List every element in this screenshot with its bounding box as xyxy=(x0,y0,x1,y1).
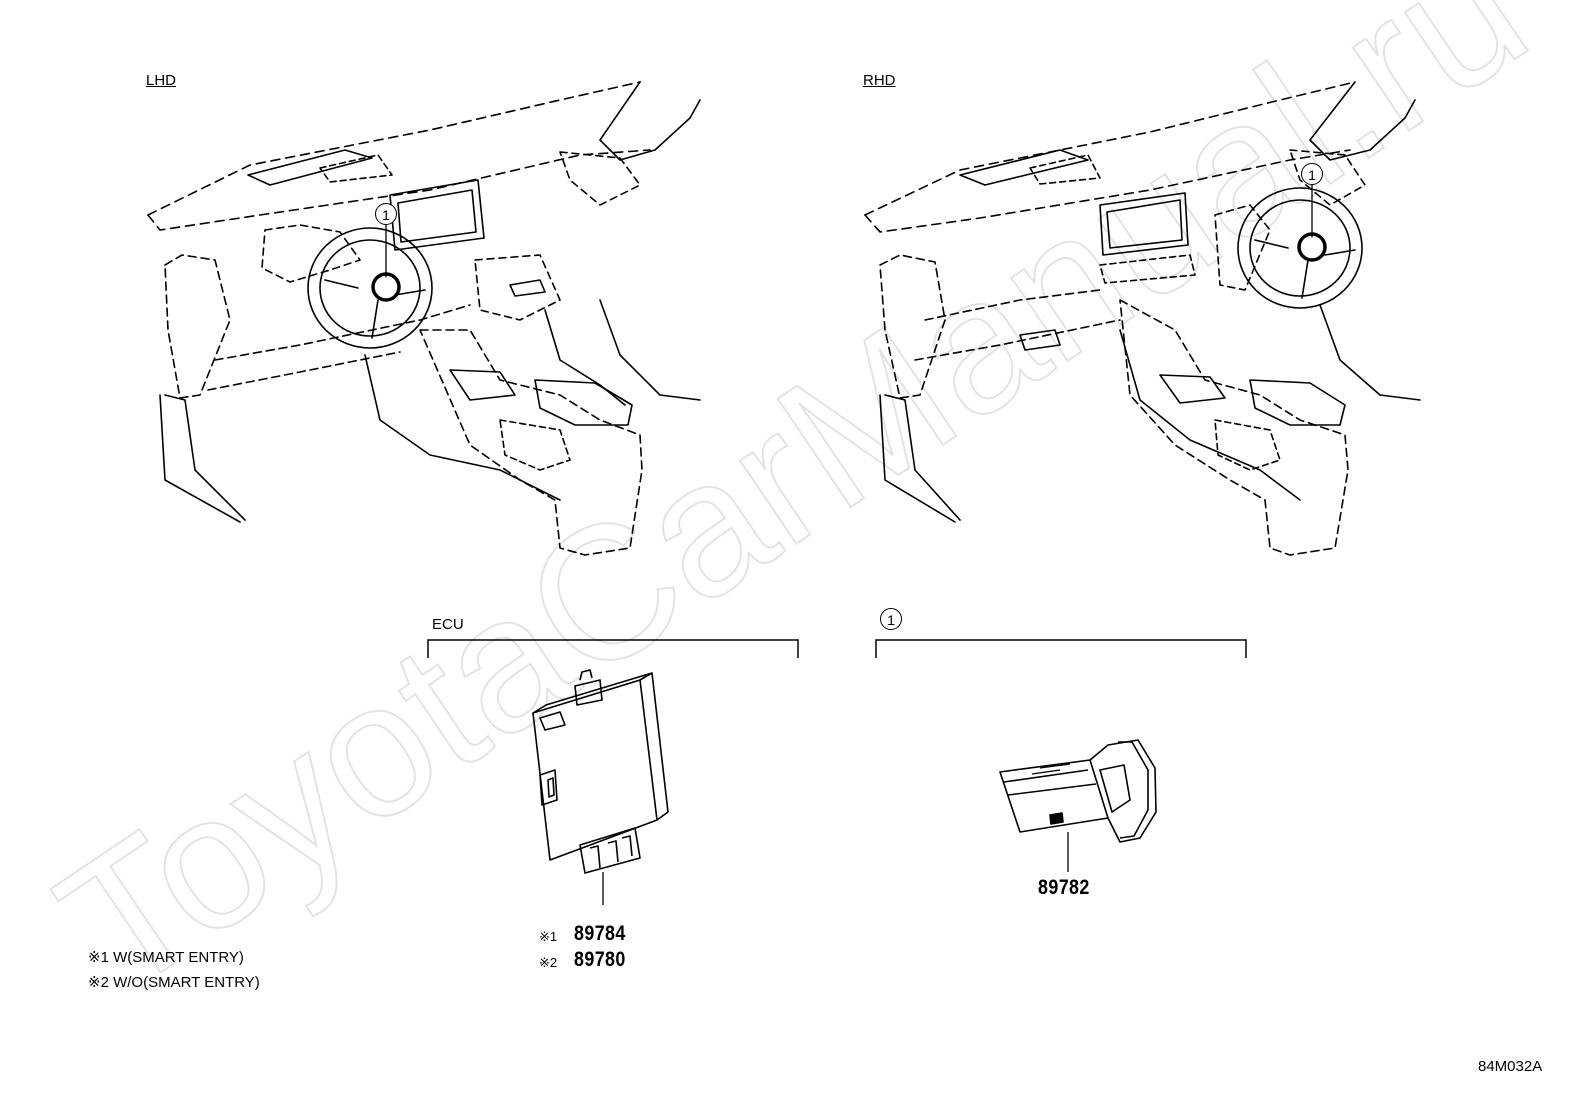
switch-group-callout: 1 xyxy=(880,608,902,630)
ecu-group-label: ECU xyxy=(432,616,464,633)
note2-mark: ※2 xyxy=(539,955,558,970)
rhd-callout-circle: 1 xyxy=(1301,163,1323,185)
part-number-89780: 89780 xyxy=(574,948,626,971)
lhd-label: LHD xyxy=(146,72,177,89)
diagram-id: 84M032A xyxy=(1478,1058,1543,1075)
note1-mark: ※1 xyxy=(539,929,558,944)
lhd-callout-circle: 1 xyxy=(375,203,397,225)
part-number-89782: 89782 xyxy=(1038,876,1090,899)
part-number-89784: 89784 xyxy=(574,922,626,945)
rhd-label: RHD xyxy=(863,72,896,89)
footnote-smart-entry: ※1 W(SMART ENTRY) xyxy=(88,949,244,966)
footnote-no-smart-entry: ※2 W/O(SMART ENTRY) xyxy=(88,974,260,991)
